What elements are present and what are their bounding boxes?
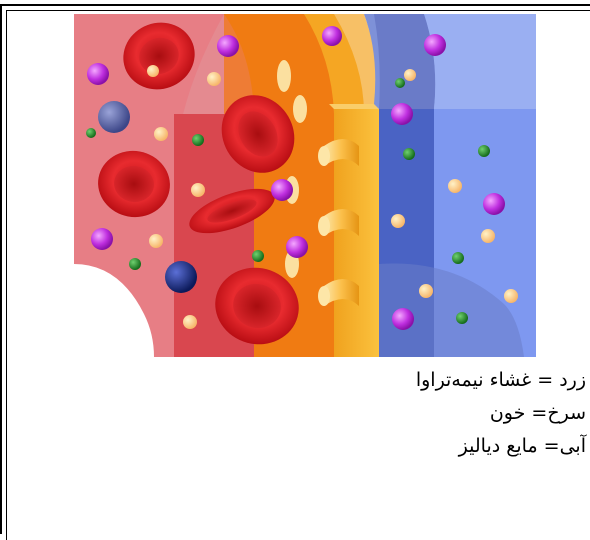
legend-blood: سرخ= خون [26,397,586,430]
legend: زرد = غشاء نیمه‌تراوا سرخ= خون آبی= مایع… [26,364,586,463]
dialysis-membrane-illustration [74,14,536,357]
legend-membrane: زرد = غشاء نیمه‌تراوا [26,364,586,397]
legend-dialysate: آبی= مایع دیالیز [26,430,586,463]
